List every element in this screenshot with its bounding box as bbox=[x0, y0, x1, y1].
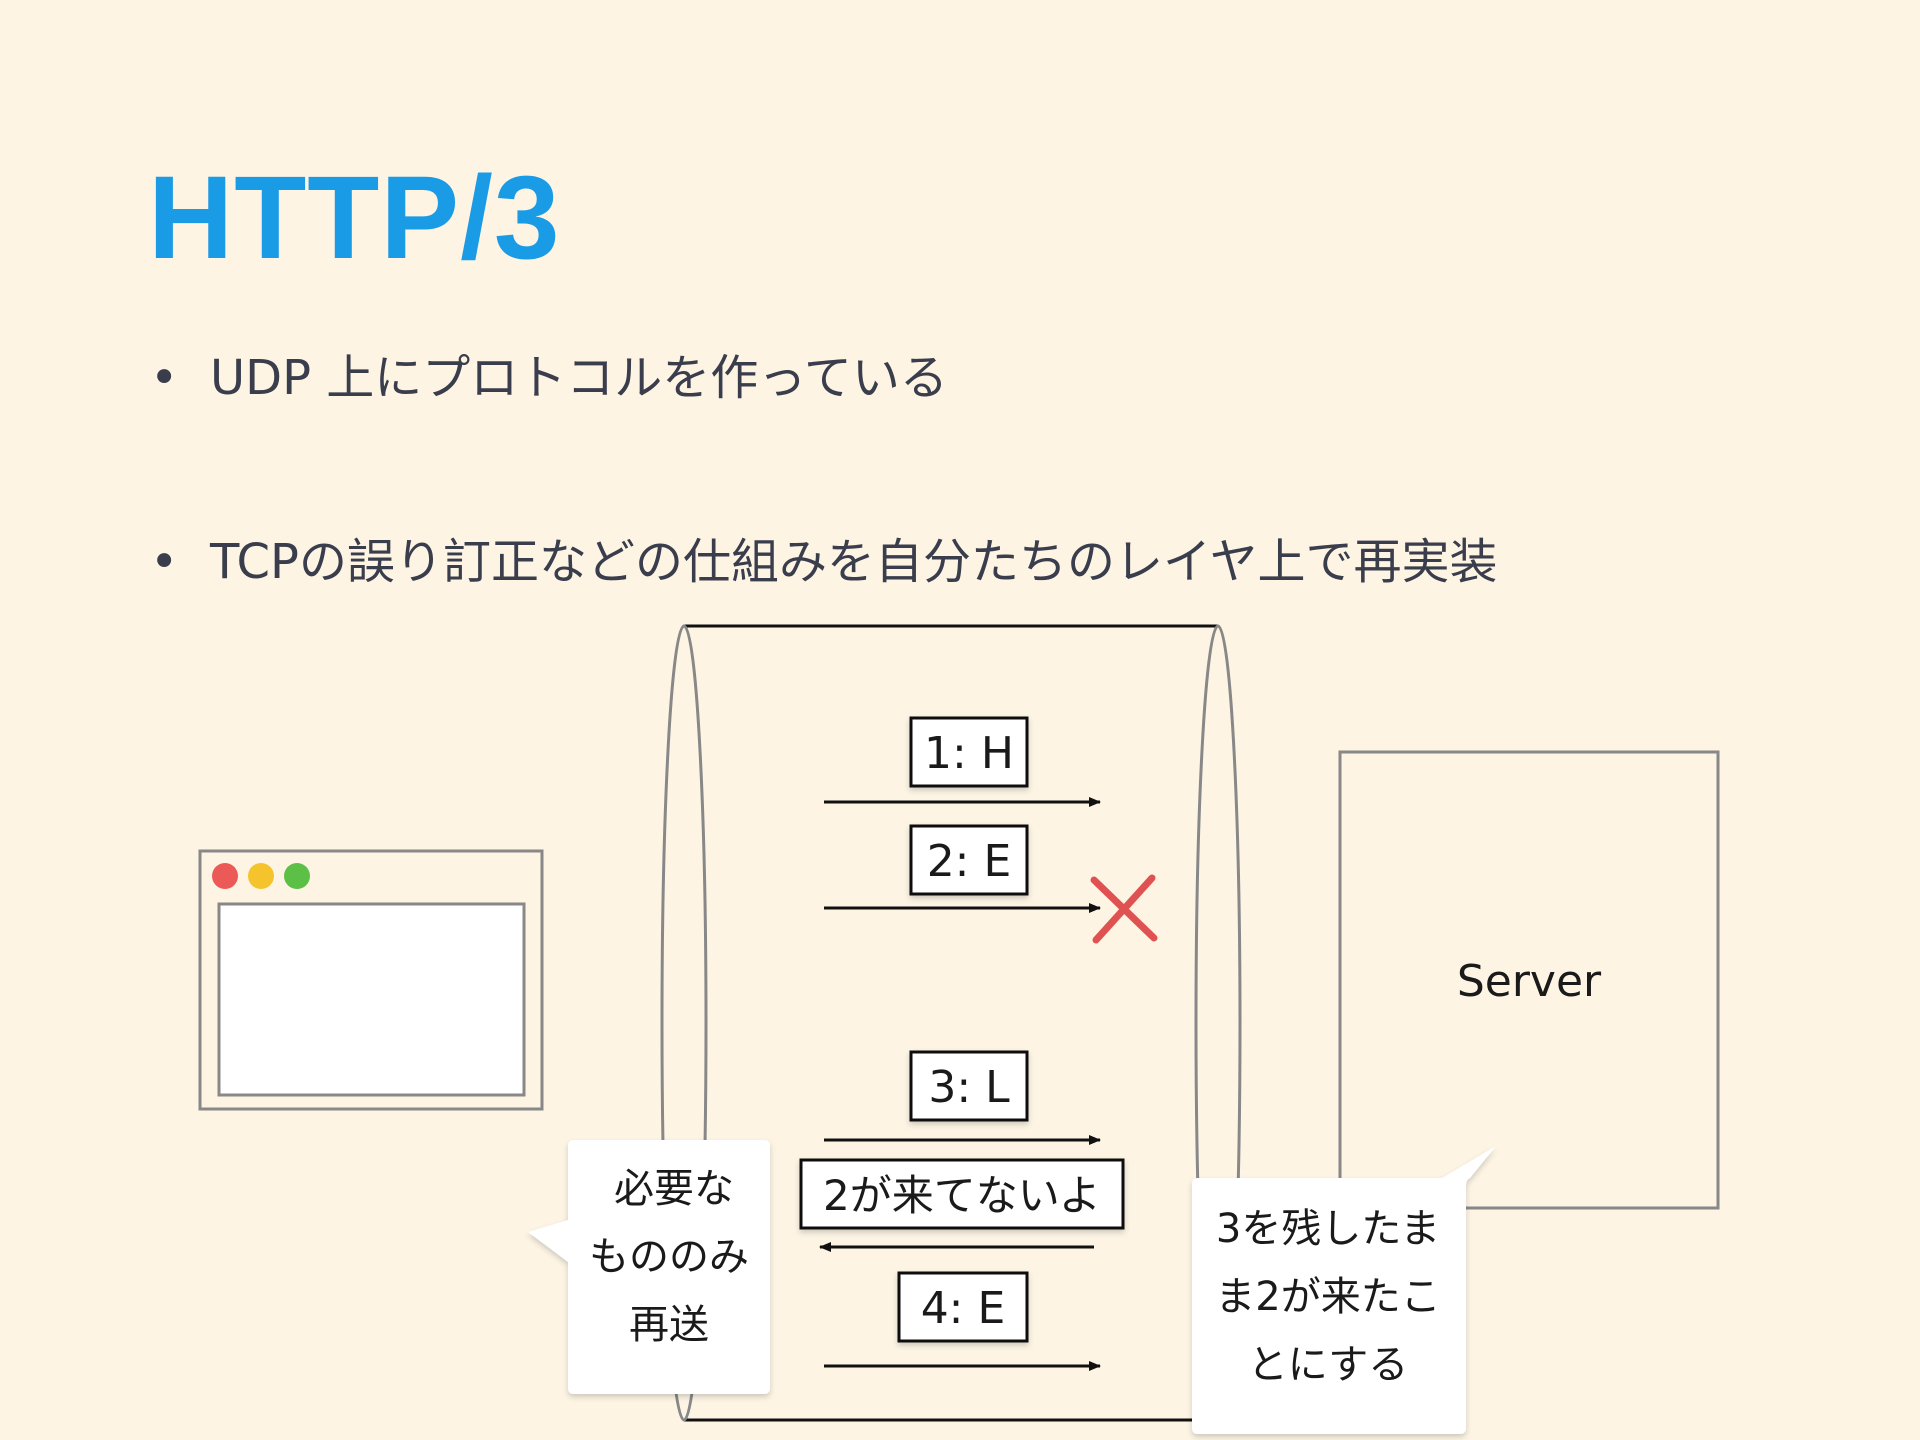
callout-left: 必要な もののみ 再送 bbox=[528, 1140, 770, 1394]
packet-label: 2: E bbox=[927, 836, 1012, 887]
browser-window bbox=[198, 849, 544, 1111]
callout-line: 必要な bbox=[614, 1166, 734, 1212]
nack-message: 2が来てないよ bbox=[799, 1158, 1125, 1252]
bullet-dot: • bbox=[150, 534, 179, 590]
packet-label: 1: H bbox=[924, 728, 1014, 779]
nack-label: 2が来てないよ bbox=[823, 1171, 1101, 1220]
packet-label: 4: E bbox=[921, 1283, 1006, 1334]
packet-2: 2: E bbox=[824, 824, 1158, 944]
minimize-dot-icon bbox=[248, 863, 274, 889]
callout-line: 再送 bbox=[629, 1302, 709, 1348]
slide-title: HTTP/3 bbox=[148, 152, 561, 284]
server-label: Server bbox=[1457, 956, 1602, 1007]
packet-3: 3: L bbox=[824, 1050, 1101, 1145]
packet-1: 1: H bbox=[824, 716, 1101, 807]
close-dot-icon bbox=[212, 863, 238, 889]
bullet-item-udp: • UDP 上にプロトコルを作っている bbox=[150, 338, 948, 408]
bullet-item-tcp: • TCPの誤り訂正などの仕組みを自分たちのレイヤ上で再実装 bbox=[150, 522, 1498, 592]
packet-label: 3: L bbox=[928, 1062, 1010, 1113]
packet-4: 4: E bbox=[824, 1271, 1101, 1371]
bullet-text: UDP 上にプロトコルを作っている bbox=[210, 350, 948, 406]
callout-line: もののみ bbox=[589, 1234, 749, 1280]
callout-line: 3を残したま bbox=[1216, 1206, 1440, 1252]
callout-line: とにする bbox=[1248, 1342, 1408, 1388]
lost-x-icon bbox=[1090, 874, 1158, 944]
bullet-dot: • bbox=[150, 350, 179, 406]
maximize-dot-icon bbox=[284, 863, 310, 889]
callout-right: 3を残したま ま2が来たこ とにする bbox=[1192, 1146, 1496, 1434]
bullet-text: TCPの誤り訂正などの仕組みを自分たちのレイヤ上で再実装 bbox=[210, 534, 1498, 590]
callout-line: ま2が来たこ bbox=[1215, 1274, 1440, 1320]
server-box: Server bbox=[1338, 750, 1720, 1210]
